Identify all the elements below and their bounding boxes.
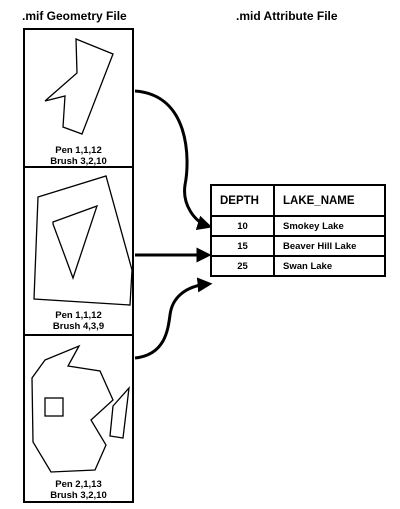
lake-polygon-3 xyxy=(31,344,130,473)
arrow-to-row-1 xyxy=(134,89,213,231)
lake-polygon-1 xyxy=(44,38,114,135)
table-header-row: DEPTH LAKE_NAME xyxy=(210,184,386,217)
panel-3-brush: Brush 3,2,10 xyxy=(50,490,107,501)
panel-3-pen: Pen 2,1,13 xyxy=(55,479,102,490)
table-row: 10 Smokey Lake xyxy=(210,215,386,237)
arrow-to-row-3 xyxy=(134,277,213,360)
panel-2-pen: Pen 1,1,12 xyxy=(55,310,102,321)
lake-name-cell: Beaver Hill Lake xyxy=(273,235,386,257)
geometry-panel-1: Pen 1,1,12 Brush 3,2,10 xyxy=(23,28,134,168)
depth-cell: 15 xyxy=(210,235,275,257)
geometry-file-title: .mif Geometry File xyxy=(22,9,127,23)
attribute-table: DEPTH LAKE_NAME 10 Smokey Lake 15 Beaver… xyxy=(210,184,386,277)
depth-header: DEPTH xyxy=(210,184,275,217)
panel-2-style: Pen 1,1,12 Brush 4,3,9 xyxy=(25,310,132,332)
attribute-file-title: .mid Attribute File xyxy=(236,9,338,23)
panel-2-brush: Brush 4,3,9 xyxy=(52,321,105,332)
geometry-panel-2: Pen 1,1,12 Brush 4,3,9 xyxy=(23,166,134,336)
panel-1-style: Pen 1,1,12 Brush 3,2,10 xyxy=(25,145,132,167)
island-square xyxy=(44,397,64,417)
lake-name-header: LAKE_NAME xyxy=(273,184,386,217)
table-row: 25 Swan Lake xyxy=(210,255,386,277)
lake-polygon-2 xyxy=(33,175,132,306)
geometry-panel-3: Pen 2,1,13 Brush 3,2,10 xyxy=(23,334,134,503)
table-row: 15 Beaver Hill Lake xyxy=(210,235,386,257)
lake-name-cell: Smokey Lake xyxy=(273,215,386,237)
panel-1-brush: Brush 3,2,10 xyxy=(50,156,107,167)
panel-3-style: Pen 2,1,13 Brush 3,2,10 xyxy=(25,479,132,501)
panel-1-pen: Pen 1,1,12 xyxy=(55,145,102,156)
depth-cell: 10 xyxy=(210,215,275,237)
depth-cell: 25 xyxy=(210,255,275,277)
lake-name-cell: Swan Lake xyxy=(273,255,386,277)
